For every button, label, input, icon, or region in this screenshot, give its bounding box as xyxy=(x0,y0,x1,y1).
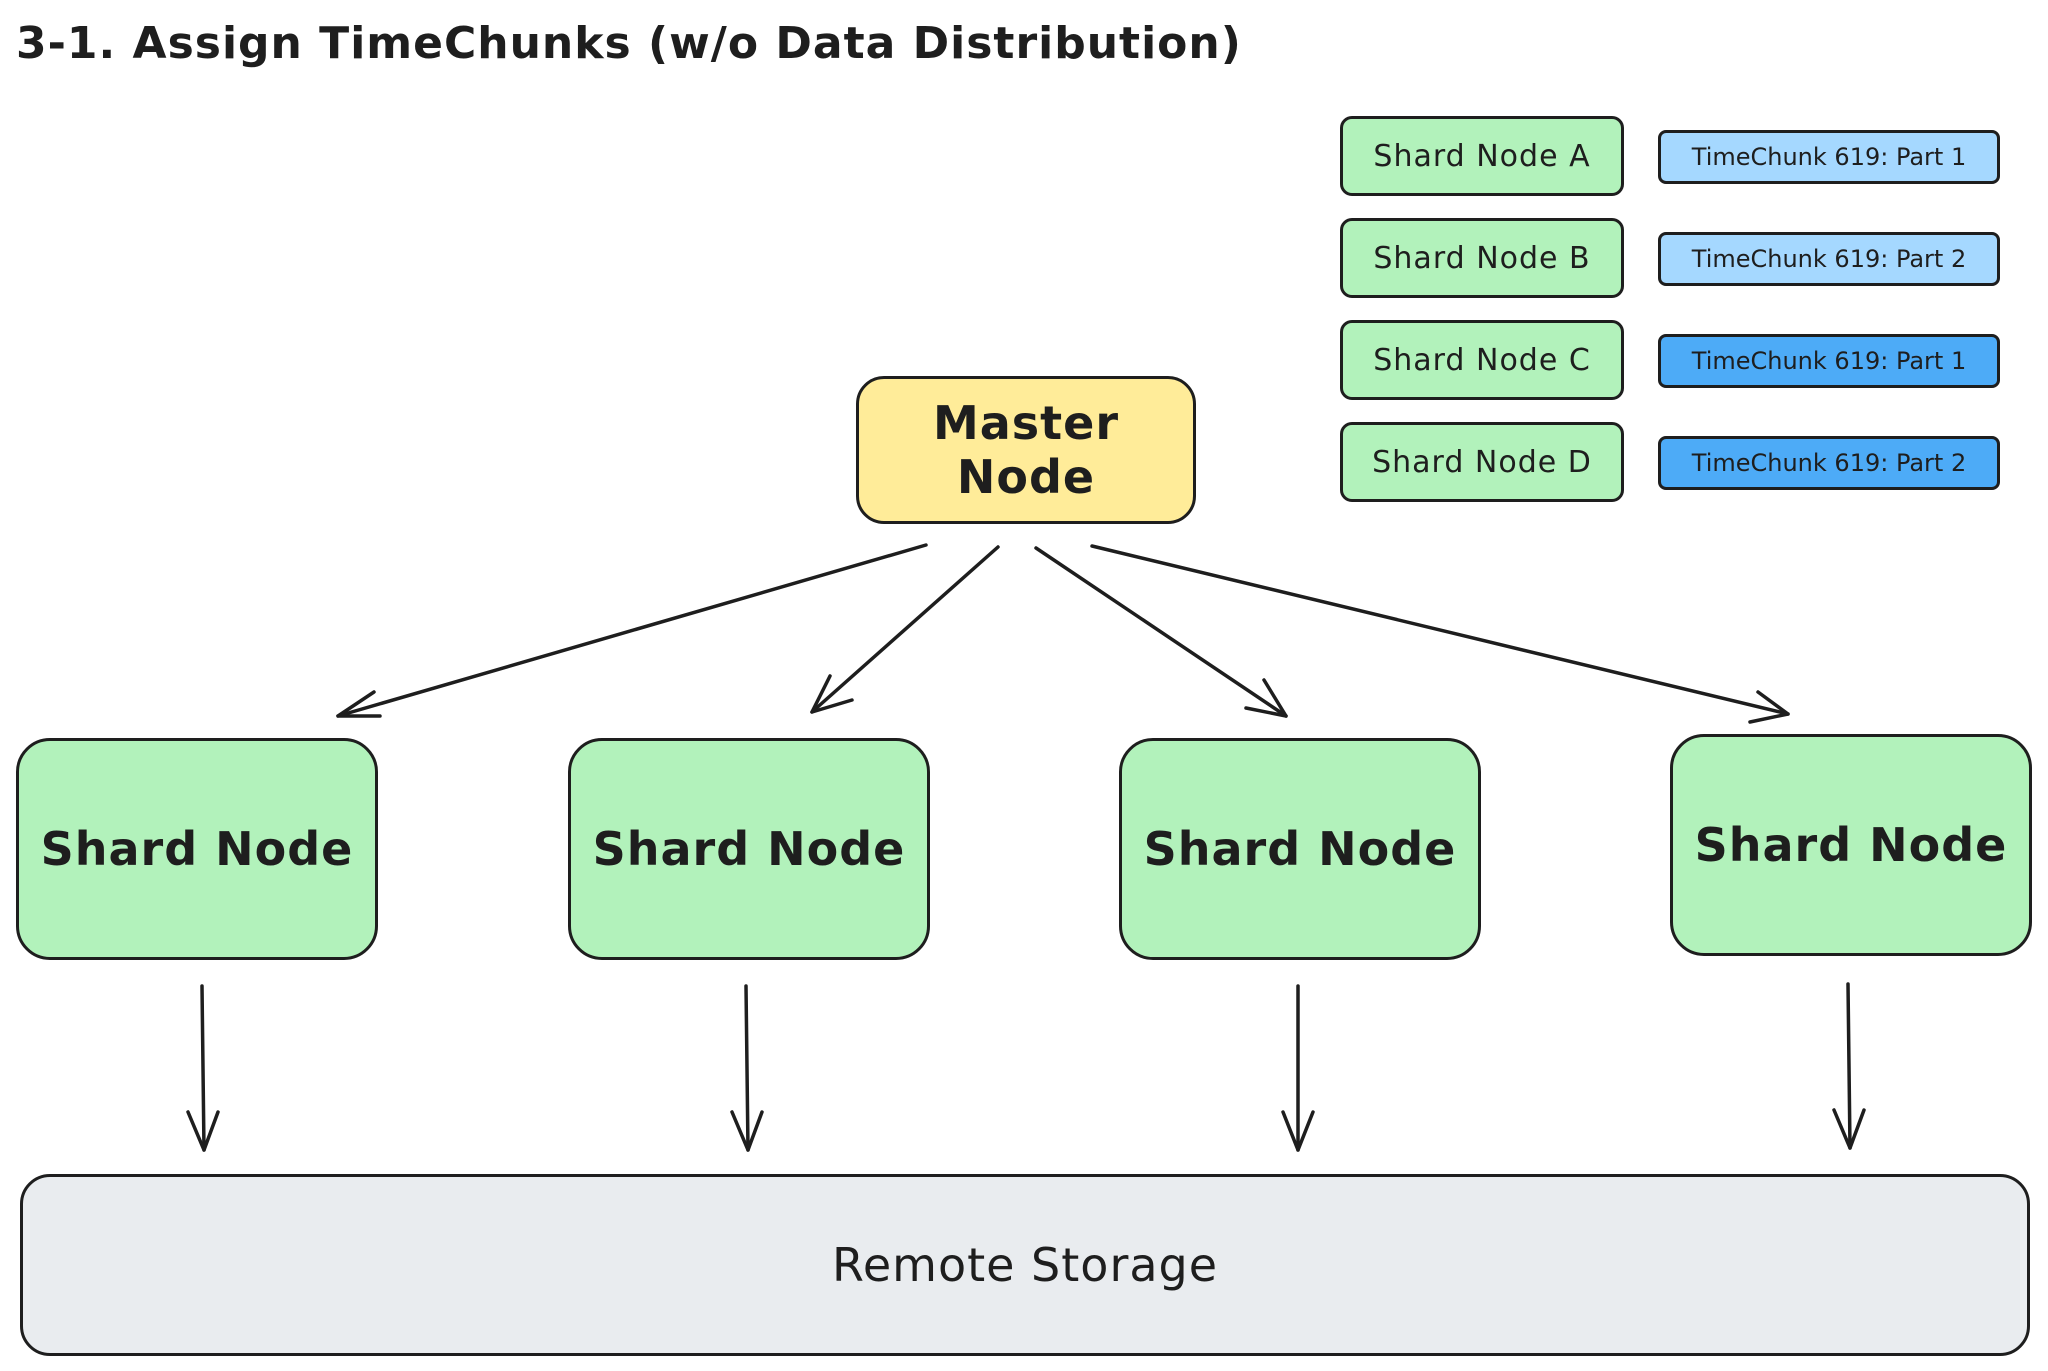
legend-shard-node-d: Shard Node D xyxy=(1340,422,1624,502)
arrow-master-to-shard-4 xyxy=(1090,544,1790,724)
arrow-shard-4-to-storage xyxy=(1832,982,1866,1150)
arrow-master-to-shard-2 xyxy=(810,545,1000,714)
legend-shard-node-b: Shard Node B xyxy=(1340,218,1624,298)
legend-shard-node-c: Shard Node C xyxy=(1340,320,1624,400)
shard-node-3: Shard Node xyxy=(1119,738,1481,960)
diagram-title: 3-1. Assign TimeChunks (w/o Data Distrib… xyxy=(16,18,1242,69)
master-node: Master Node xyxy=(856,376,1196,524)
shard-node-2: Shard Node xyxy=(568,738,930,960)
shard-node-4: Shard Node xyxy=(1670,734,2032,956)
remote-storage: Remote Storage xyxy=(20,1174,2030,1356)
legend-timechunk-d: TimeChunk 619: Part 2 xyxy=(1658,436,2000,490)
arrow-master-to-shard-3 xyxy=(1034,546,1288,718)
arrow-shard-1-to-storage xyxy=(186,984,220,1152)
legend-timechunk-a: TimeChunk 619: Part 1 xyxy=(1658,130,2000,184)
legend-timechunk-c: TimeChunk 619: Part 1 xyxy=(1658,334,2000,388)
arrow-shard-2-to-storage xyxy=(730,984,764,1152)
legend-shard-node-a: Shard Node A xyxy=(1340,116,1624,196)
arrow-shard-3-to-storage xyxy=(1281,984,1315,1152)
shard-node-1: Shard Node xyxy=(16,738,378,960)
arrow-master-to-shard-1 xyxy=(336,543,928,718)
legend-timechunk-b: TimeChunk 619: Part 2 xyxy=(1658,232,2000,286)
